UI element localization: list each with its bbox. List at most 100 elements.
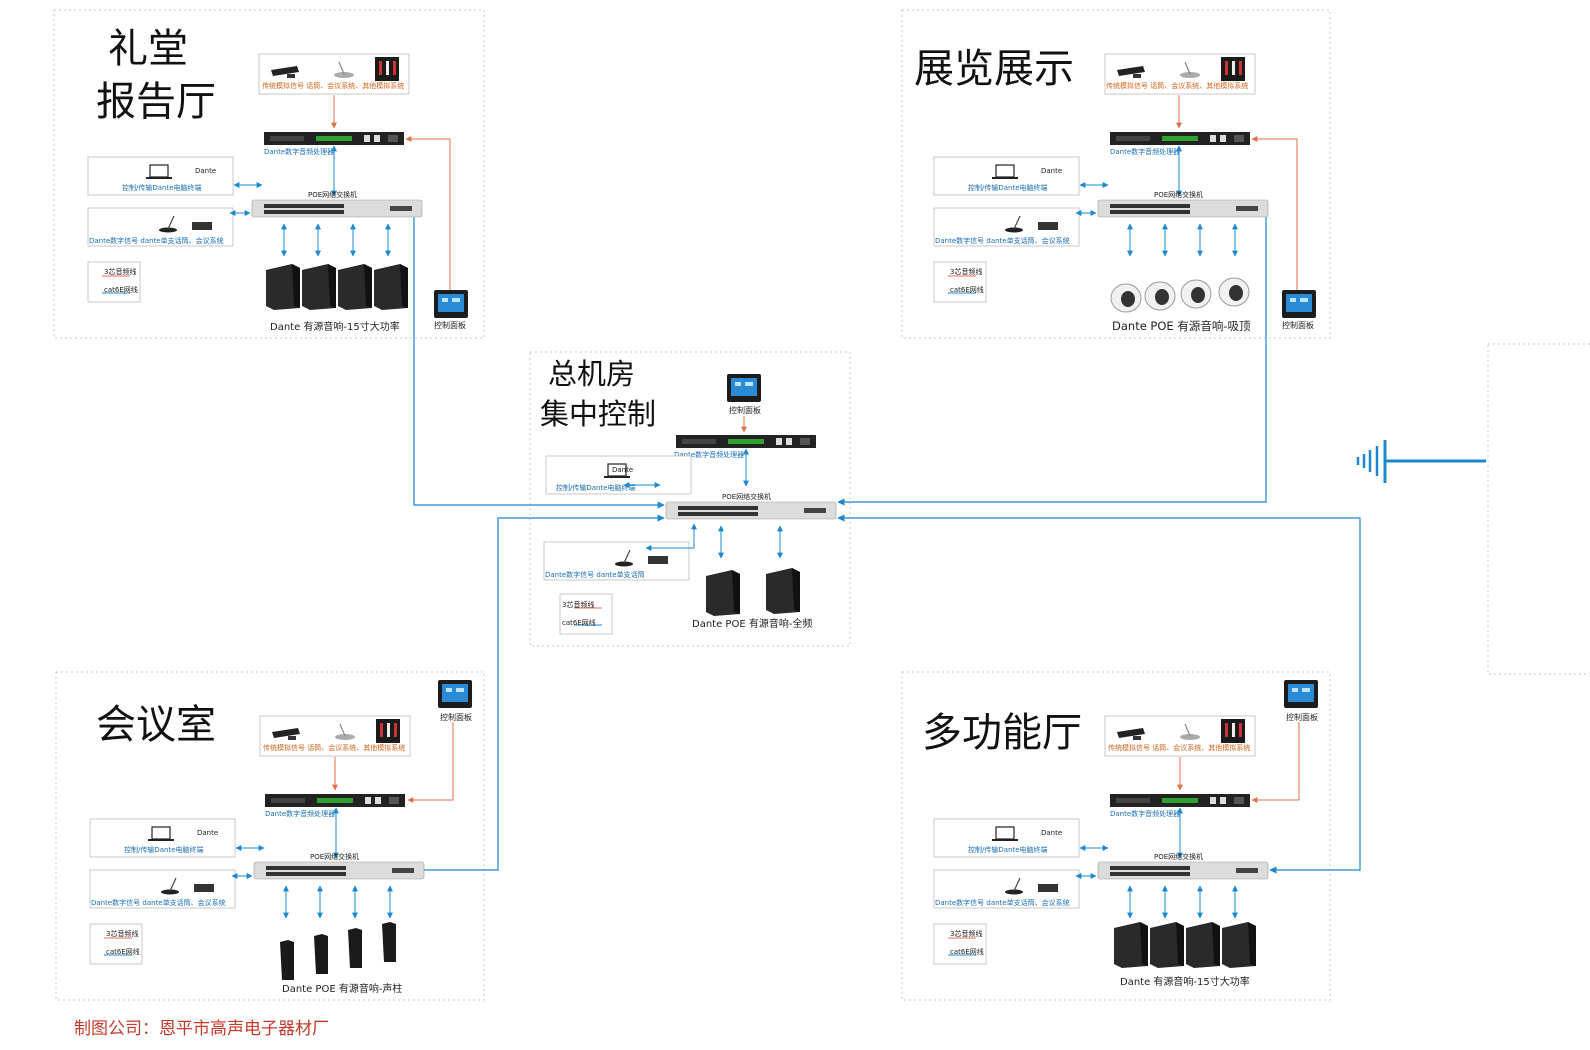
speaker-caption: Dante 有源音响-15寸大功率 [270, 320, 400, 333]
room-title: 会议室 [96, 702, 216, 748]
dante-logo: Dante [612, 466, 633, 474]
room-central-control: 总机房 集中控制 控制面板 Dante数字音频处理器 Dante 控制/传输Da… [540, 357, 837, 635]
legend-cat6: cat6E网线 [104, 285, 138, 294]
ceiling-speaker-icon [1180, 279, 1212, 309]
processor-caption: Dante数字音频处理器 [264, 147, 334, 156]
source-caption: 传统模拟信号 话筒、会议系统、其他模拟系统 [1108, 743, 1250, 752]
legend-cat6: cat6E网线 [562, 618, 596, 627]
dante-processor-icon [264, 132, 404, 145]
panel-audio-line [407, 722, 454, 803]
source-caption: 传统模拟信号 话筒、会议系统、其他模拟系统 [262, 81, 404, 90]
column-speaker-icon [348, 928, 362, 968]
switch-caption: POE网络交换机 [1154, 852, 1203, 861]
pc-caption: 控制/传输Dante电脑终端 [122, 183, 202, 192]
speaker-icon [1222, 922, 1256, 968]
room-title: 多功能厅 [922, 710, 1082, 756]
speaker-icon [266, 264, 300, 310]
processor-caption: Dante数字音频处理器 [1110, 147, 1180, 156]
legend-cat6: cat6E网线 [106, 947, 140, 956]
control-panel-icon [1282, 290, 1316, 318]
poe-switch-icon [251, 199, 423, 218]
dante-logo: Dante [195, 167, 216, 175]
antenna-icon [1356, 440, 1486, 483]
legend-audio: 3芯音频线 [950, 929, 982, 938]
column-speaker-icon [314, 934, 328, 974]
network-line [645, 523, 697, 551]
panel-audio-line [1251, 722, 1300, 803]
credit-text: 制图公司：恩平市高声电子器材厂 [74, 1019, 329, 1039]
switch-caption: POE网络交换机 [310, 852, 359, 861]
column-speaker-icon [382, 922, 396, 962]
panel-audio-line [405, 136, 451, 290]
dante-logo: Dante [1041, 167, 1062, 175]
dante-processor-icon [1110, 132, 1250, 145]
switch-caption: POE网络交换机 [722, 492, 771, 501]
control-panel-icon [727, 374, 761, 402]
room-meeting-room: 会议室 控制面板 传统模拟信号 话筒、会议系统、其他模拟系统 Dante数字音频… [89, 680, 472, 995]
speaker-icon [302, 264, 336, 310]
control-panel-icon [1284, 680, 1318, 708]
legend-audio: 3芯音频线 [104, 267, 136, 276]
room-multifunction-hall: 多功能厅 控制面板 传统模拟信号 话筒、会议系统、其他模拟系统 Dante数字音… [922, 680, 1318, 988]
dante-processor-icon [265, 794, 405, 807]
poe-switch-icon [1097, 199, 1269, 218]
speaker-icon [1150, 922, 1184, 968]
room-title-line2: 报告厅 [96, 79, 216, 125]
panel-audio-line [1251, 136, 1298, 290]
speaker-caption: Dante 有源音响-15寸大功率 [1120, 975, 1250, 988]
speaker-caption: Dante POE 有源音响-全频 [692, 617, 812, 630]
pc-caption: 控制/传输Dante电脑终端 [968, 183, 1048, 192]
processor-caption: Dante数字音频处理器 [265, 809, 335, 818]
panel-caption: 控制面板 [434, 320, 466, 330]
room-title-line1: 总机房 [548, 357, 635, 391]
poe-switch-icon [665, 501, 837, 520]
trunk-exhibition [837, 204, 1267, 506]
source-caption: 传统模拟信号 话筒、会议系统、其他模拟系统 [263, 743, 405, 752]
frame-auditorium [53, 9, 485, 339]
trunk-multifunction-hall [837, 514, 1361, 874]
legend-audio: 3芯音频线 [562, 600, 594, 609]
panel-caption: 控制面板 [440, 712, 472, 722]
speaker-icon [338, 264, 372, 310]
legend-box [559, 593, 613, 635]
speaker-icon [1186, 922, 1220, 968]
dante-logo: Dante [197, 829, 218, 837]
frame-multifunction-hall [901, 671, 1331, 1001]
panel-caption: 控制面板 [1286, 712, 1318, 722]
room-title: 展览展示 [914, 46, 1074, 92]
speaker-icon [706, 570, 740, 616]
legend-cat6: cat6E网线 [950, 285, 984, 294]
dante-logo: Dante [1041, 829, 1062, 837]
room-auditorium: 礼堂 报告厅 传统模拟信号 话筒、会议系统、其他模拟系统 Dante数字音频处理… [87, 26, 468, 333]
room-title-line1: 礼堂 [108, 26, 188, 72]
room-title-line2: 集中控制 [540, 397, 656, 431]
trunk-meeting-room [391, 514, 665, 874]
poe-switch-icon [1097, 861, 1269, 880]
pc-caption: 控制/传输Dante电脑终端 [124, 845, 204, 854]
digital-caption: Dante数字信号 dante单支话筒 [545, 570, 645, 579]
digital-caption: Dante数字信号 dante单支话筒、会议系统 [935, 236, 1070, 245]
pc-caption: 控制/传输Dante电脑终端 [968, 845, 1048, 854]
digital-caption: Dante数字信号 dante单支话筒、会议系统 [91, 898, 226, 907]
ceiling-speaker-icon [1218, 277, 1250, 307]
control-panel-icon [434, 290, 468, 318]
ceiling-speaker-icon [1110, 283, 1142, 313]
legend-audio: 3芯音频线 [106, 929, 138, 938]
room-exhibition: 展览展示 传统模拟信号 话筒、会议系统、其他模拟系统 Dante数字音频处理器 … [914, 46, 1316, 333]
speaker-caption: Dante POE 有源音响-声柱 [282, 982, 402, 995]
processor-caption: Dante数字音频处理器 [674, 450, 744, 459]
dante-processor-icon [676, 435, 816, 448]
panel-caption: 控制面板 [1282, 320, 1314, 330]
legend-cat6: cat6E网线 [950, 947, 984, 956]
control-panel-icon [438, 680, 472, 708]
speaker-icon [1114, 922, 1148, 968]
digital-caption: Dante数字信号 dante单支话筒、会议系统 [89, 236, 224, 245]
source-caption: 传统模拟信号 话筒、会议系统、其他模拟系统 [1106, 81, 1248, 90]
speaker-caption: Dante POE 有源音响-吸顶 [1112, 319, 1251, 333]
speaker-icon [374, 264, 408, 310]
processor-caption: Dante数字音频处理器 [1110, 809, 1180, 818]
legend-audio: 3芯音频线 [950, 267, 982, 276]
dante-processor-icon [1110, 794, 1250, 807]
frame-partial-right [1487, 343, 1590, 675]
